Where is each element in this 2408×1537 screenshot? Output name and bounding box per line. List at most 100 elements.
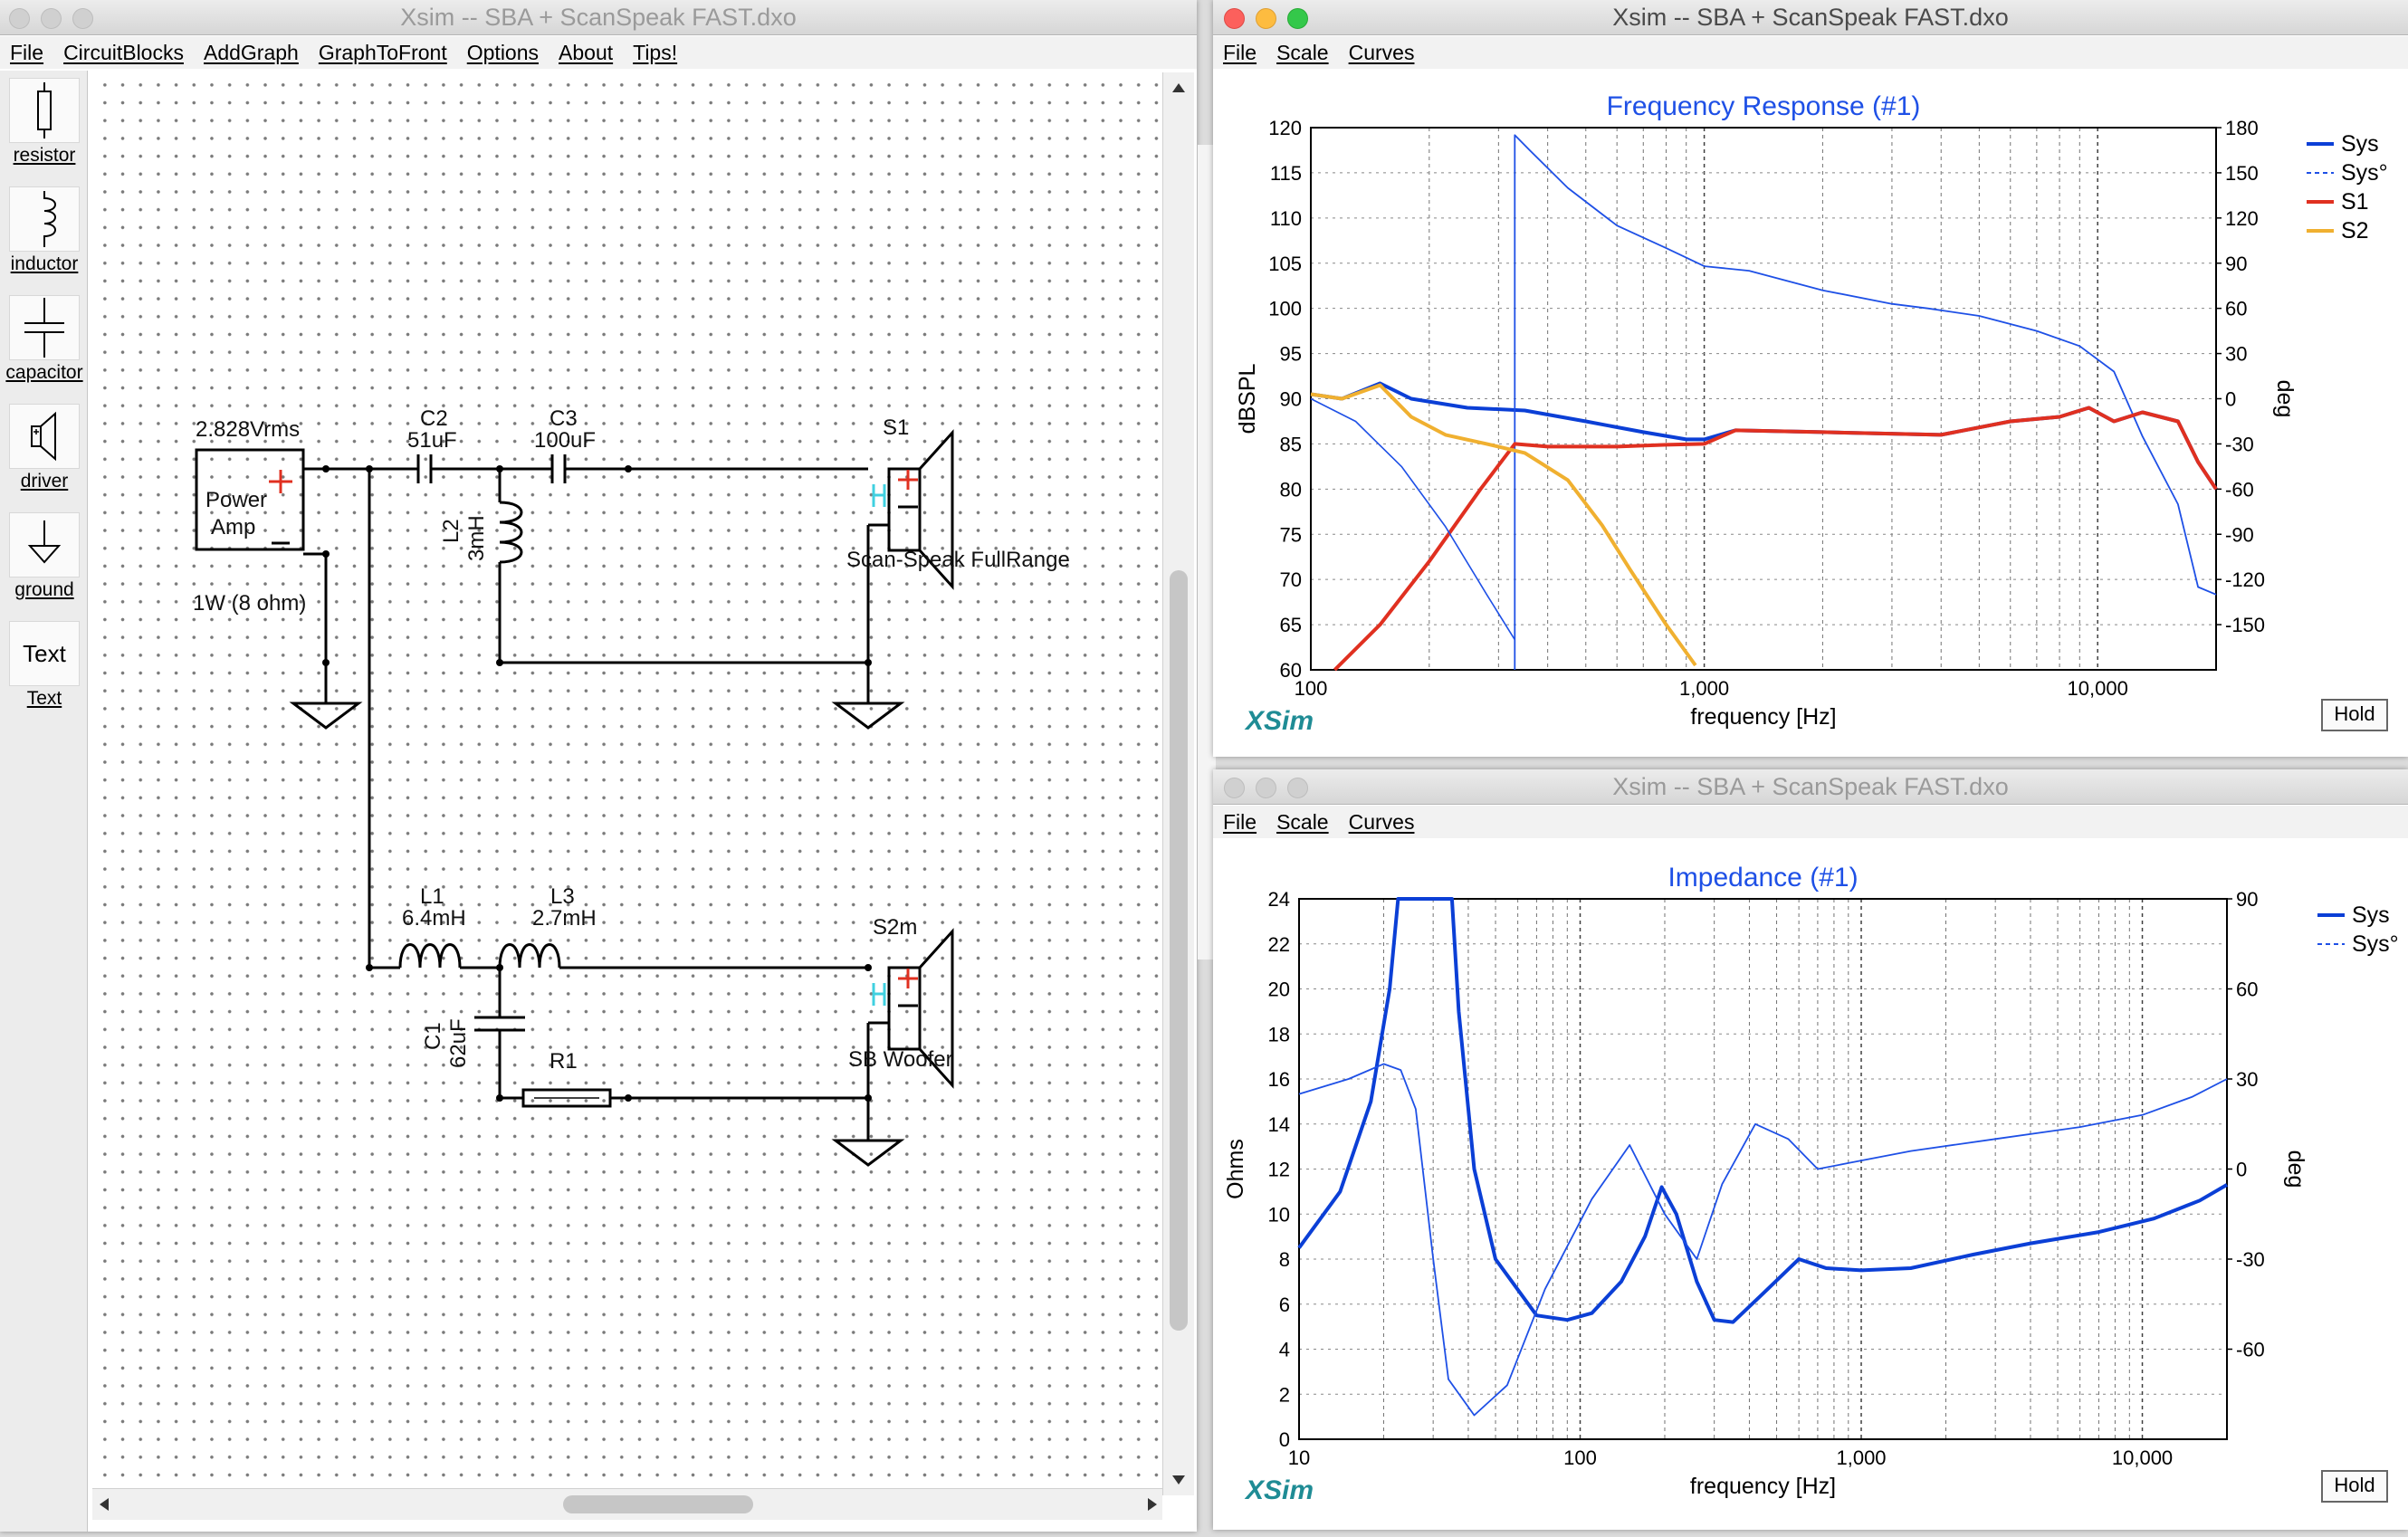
- component-palette: resistor inductor capacitor driver groun…: [0, 71, 88, 1532]
- menu-scale[interactable]: Scale: [1276, 41, 1329, 64]
- schematic-canvas[interactable]: 2.828Vrms Power Amp 1W (8 ohm) C2 51uF C…: [92, 72, 1161, 1484]
- menu-options[interactable]: Options: [466, 41, 540, 64]
- c1-name: C1: [421, 1022, 445, 1050]
- y2-tick-label: -60: [2225, 478, 2254, 501]
- scroll-down-arrow-icon: [1172, 1475, 1185, 1484]
- y-tick-label: 95: [1280, 343, 1302, 366]
- y-tick-label: 75: [1280, 523, 1302, 546]
- y-tick-label: 80: [1280, 478, 1302, 501]
- legend-label: Sys: [2352, 902, 2390, 928]
- close-button[interactable]: [9, 8, 30, 29]
- y2-tick-label: -30: [2236, 1248, 2265, 1271]
- legend-label: S2: [2341, 218, 2369, 243]
- y-tick-label: 20: [1268, 979, 1290, 1001]
- y2-axis-label: deg: [2283, 1150, 2308, 1189]
- vertical-scrollbar[interactable]: [1162, 72, 1194, 1495]
- palette-ground-label: ground: [14, 579, 74, 600]
- y-tick-label: 4: [1279, 1339, 1290, 1361]
- zoom-button[interactable]: [72, 8, 93, 29]
- scroll-left-arrow-icon: [100, 1498, 109, 1511]
- y2-axis-label: deg: [2272, 380, 2298, 418]
- y-tick-label: 24: [1268, 888, 1290, 911]
- y-tick-label: 110: [1270, 207, 1302, 230]
- palette-ground[interactable]: ground: [5, 512, 83, 601]
- menu-curves[interactable]: Curves: [1348, 810, 1415, 834]
- menu-file[interactable]: File: [1223, 41, 1257, 64]
- series-s2-line: [1310, 383, 1697, 667]
- y2-tick-label: -90: [2225, 523, 2254, 546]
- y-tick-label: 115: [1270, 162, 1302, 185]
- y2-tick-label: 30: [2225, 343, 2247, 366]
- vertical-scrollbar-graphics: [1170, 83, 1188, 1484]
- c1-value: 62uF: [446, 1018, 471, 1068]
- menu-graphtofront[interactable]: GraphToFront: [318, 41, 447, 64]
- l3-value: 2.7mH: [532, 906, 597, 931]
- schematic-menubar: File CircuitBlocks AddGraph GraphToFront Opt…: [0, 36, 1197, 69]
- y-tick-label: 105: [1268, 253, 1302, 275]
- zoom-button[interactable]: [1287, 778, 1308, 798]
- chart-title: Impedance (#1): [1667, 863, 1858, 893]
- series-sys-line: [1514, 134, 2217, 670]
- resistor-icon: [37, 82, 52, 138]
- legend-label: S1: [2341, 189, 2369, 215]
- close-button[interactable]: [1224, 778, 1245, 798]
- impedance-window-titlebar: Xsim -- SBA + ScanSpeak FAST.dxo: [1213, 769, 2408, 805]
- l3-name: L3: [550, 884, 575, 909]
- s1-name: S1: [883, 415, 909, 440]
- minimize-button[interactable]: [1256, 778, 1276, 798]
- y2-tick-label: -120: [2225, 568, 2265, 591]
- r1-name: R1: [549, 1049, 578, 1074]
- minimize-button[interactable]: [1256, 8, 1276, 29]
- x-tick-label: 1,000: [1679, 677, 1729, 700]
- menu-file[interactable]: File: [1223, 810, 1257, 834]
- menu-scale[interactable]: Scale: [1276, 810, 1329, 834]
- y-tick-label: 70: [1280, 568, 1302, 591]
- y-tick-label: 14: [1268, 1113, 1290, 1136]
- legend-label: Sys°: [2352, 931, 2399, 957]
- x-axis-label: frequency [Hz]: [1690, 704, 1836, 730]
- frequency-window-titlebar: Xsim -- SBA + ScanSpeak FAST.dxo: [1213, 0, 2408, 35]
- frequency-response-window: Xsim -- SBA + ScanSpeak FAST.dxo File Sca…: [1213, 0, 2408, 757]
- palette-capacitor-label: capacitor: [5, 362, 83, 383]
- plot-frame: [1298, 898, 2228, 1440]
- s1-model: Scan-Speak FullRange: [846, 548, 1070, 572]
- menu-about[interactable]: About: [559, 41, 614, 64]
- power-amp-box[interactable]: [195, 448, 305, 551]
- y2-tick-label: 60: [2236, 979, 2258, 1001]
- legend-label: Sys: [2341, 131, 2379, 157]
- palette-resistor[interactable]: resistor: [5, 78, 83, 167]
- y-tick-label: 8: [1279, 1248, 1290, 1271]
- close-button[interactable]: [1224, 8, 1245, 29]
- menu-addgraph[interactable]: AddGraph: [203, 41, 299, 64]
- x-tick-label: 100: [1295, 677, 1328, 700]
- y-tick-label: 90: [1280, 388, 1302, 411]
- zoom-button[interactable]: [1287, 8, 1308, 29]
- horizontal-scrollbar[interactable]: [92, 1488, 1162, 1520]
- palette-capacitor[interactable]: capacitor: [5, 295, 83, 384]
- series-sys-line: [1297, 897, 2229, 1324]
- y-axis-label: Ohms: [1223, 1139, 1248, 1199]
- y2-tick-label: 0: [2225, 388, 2236, 411]
- menu-file[interactable]: File: [10, 41, 44, 64]
- y-tick-label: 85: [1280, 433, 1302, 455]
- palette-text-label: Text: [26, 688, 62, 709]
- inductor-icon: [43, 191, 56, 247]
- horizontal-scrollbar-graphics: [100, 1495, 1157, 1513]
- palette-driver[interactable]: driver: [5, 404, 83, 492]
- xsim-logo: XSim: [1244, 1475, 1314, 1505]
- minimize-button[interactable]: [41, 8, 62, 29]
- y-tick-label: 18: [1268, 1023, 1290, 1045]
- palette-inductor[interactable]: inductor: [5, 186, 83, 275]
- palette-text[interactable]: Text Text: [5, 621, 83, 710]
- s2-name: S2m: [873, 915, 917, 940]
- schematic-diagram: 2.828Vrms Power Amp 1W (8 ohm) C2 51uF C…: [193, 406, 1070, 1167]
- hold-button[interactable]: Hold: [2321, 699, 2388, 731]
- menu-curves[interactable]: Curves: [1348, 41, 1415, 64]
- menu-circuitblocks[interactable]: CircuitBlocks: [63, 41, 184, 64]
- y-tick-label: 120: [1268, 117, 1302, 139]
- l2-name: L2: [439, 519, 463, 543]
- hold-button[interactable]: Hold: [2321, 1470, 2388, 1503]
- menu-tips[interactable]: Tips!: [633, 41, 678, 64]
- y-tick-label: 16: [1268, 1068, 1290, 1091]
- y2-tick-label: -60: [2236, 1339, 2265, 1361]
